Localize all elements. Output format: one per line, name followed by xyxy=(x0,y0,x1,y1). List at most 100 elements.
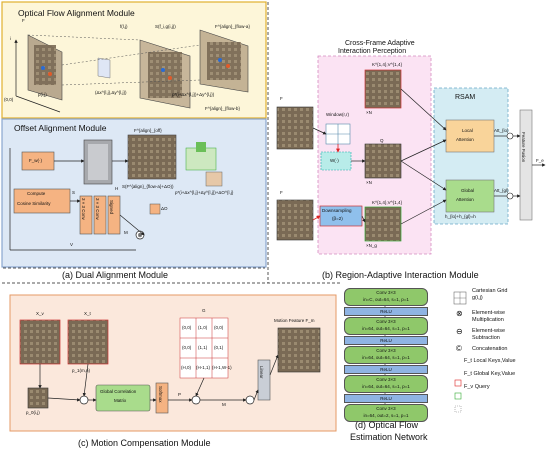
motion-elements xyxy=(19,317,321,414)
label-f-align-a: F^{align}_{flow-a} xyxy=(215,24,250,29)
legend-item-sub: ⊖ Element-wise Subtraction xyxy=(450,328,548,346)
flownet-stack: Conv 3×3 in=C, out=64, s=1, p=1 ReLU Con… xyxy=(344,288,428,422)
flownet-conv-5-params: in=64, out=2, s=1, p=1 xyxy=(363,413,409,418)
legend-query-label: F_v Query xyxy=(464,384,490,390)
label-conv3a: 3×3 Conv xyxy=(81,198,86,220)
offset-alignment-title: Offset Alignment Module xyxy=(14,123,107,133)
label-local2: Attention xyxy=(456,137,474,142)
flownet-conv-4-title: Conv 3×3 xyxy=(376,377,396,382)
label-axis-i: i xyxy=(10,36,11,41)
label-region-ft: F xyxy=(280,190,283,195)
flownet-conv-3-title: Conv 3×3 xyxy=(376,348,396,353)
label-G: G xyxy=(202,308,206,313)
label-down: Downsampling xyxy=(322,208,352,213)
label-local1: Local xyxy=(462,128,473,133)
flownet-relu-3: ReLU xyxy=(344,365,428,374)
legend-global-label: F_t Global Key,Value xyxy=(464,371,516,377)
grid-2-2: (H-1,W-1) xyxy=(212,365,232,370)
label-conv3b: 3×3 Conv xyxy=(95,198,100,220)
label-att-gl: Att_{gl} xyxy=(494,188,509,193)
flownet-conv-2: Conv 3×3 in=64, out=64, s=1, p=1 xyxy=(344,317,428,335)
label-wfn: W(·) xyxy=(330,158,339,163)
label-fe: F_e xyxy=(536,158,544,163)
concat-icon: © xyxy=(456,344,462,353)
label-region-fv: F xyxy=(280,96,283,101)
legend-sub-label2: Subtraction xyxy=(472,334,500,341)
legend-item-grid: Cartesian Grid g(i,j) xyxy=(450,288,548,310)
caption-b: (b) Region-Adaptive Interaction Module xyxy=(322,270,479,280)
label-p-star2: p*(i+Δx^{l,j}+Δy^{l,j})+ΔO^{l,j} xyxy=(175,190,234,195)
flownet-conv-3-params: in=64, out=64, s=1, p=1 xyxy=(362,355,410,360)
legend-mult-label1: Element-wise xyxy=(472,310,506,316)
label-global1: Global xyxy=(461,188,475,193)
label-p1: p_1(m,n) xyxy=(72,368,91,373)
label-q: Q xyxy=(380,138,384,143)
label-xn2: ×N xyxy=(366,180,372,185)
label-gcm1: Global Correlation xyxy=(100,389,137,394)
label-delta-o: ΔO xyxy=(161,206,168,211)
offset-blocks: ⊗ xyxy=(9,134,223,251)
label-softmax: Softmax xyxy=(158,386,163,403)
svg-text:⊗: ⊗ xyxy=(138,233,143,239)
legend-grid-label1: Cartesian Grid xyxy=(472,288,508,294)
caption-c: (c) Motion Compensation Module xyxy=(78,438,211,448)
label-M2: M xyxy=(222,402,226,407)
multiply-icon: ⊗ xyxy=(456,309,463,318)
legend-item-global: F_t Global Key,Value xyxy=(450,371,548,384)
label-fw: F_w(·) xyxy=(29,158,42,163)
grid-2-1: (H-1,1) xyxy=(196,365,211,370)
label-sampling: S(f_i,g(i,j)) xyxy=(155,24,176,29)
legend-sub-label1: Element-wise xyxy=(472,328,506,334)
optical-flow-planes xyxy=(14,29,249,113)
label-xv: X_v xyxy=(36,311,44,316)
flownet-conv-2-title: Conv 3×3 xyxy=(376,319,396,324)
label-rsam: RSAM xyxy=(455,94,476,101)
label-p-ij: p(i,j) xyxy=(38,92,47,97)
flownet-conv-3: Conv 3×3 in=64, out=64, s=1, p=1 xyxy=(344,346,428,364)
label-V: V xyxy=(70,242,74,247)
label-xng: ×N_g xyxy=(366,243,377,248)
subtract-icon: ⊖ xyxy=(456,327,463,336)
label-fv-a: F xyxy=(22,18,25,23)
region-title-1: Cross-Frame Adaptive xyxy=(345,40,415,47)
legend-item-query: F_v Query xyxy=(450,384,548,396)
flownet-conv-4: Conv 3×3 in=64, out=64, s=1, p=1 xyxy=(344,375,428,393)
flownet-conv-5-title: Conv 3×3 xyxy=(376,406,396,411)
legend-symbols xyxy=(453,291,467,413)
label-delta: (Δx^{l,j},Δy^{l,j}) xyxy=(95,90,127,95)
region-title-2: Interaction Perception xyxy=(338,48,407,55)
label-window: Window(r,r) xyxy=(326,112,350,117)
label-M: M xyxy=(124,230,128,235)
grid-0-2: (0,0) xyxy=(214,325,224,330)
label-p0: p_0(i,j) xyxy=(26,410,40,415)
label-H: H xyxy=(115,186,119,191)
flownet-relu-2: ReLU xyxy=(344,336,428,345)
label-linear: Linear xyxy=(259,366,264,379)
flownet-conv-1-params: in=C, out=64, s=1, p=1 xyxy=(363,297,409,302)
legend-item-mult: ⊗ Element-wise Multiplication xyxy=(450,310,548,328)
grid-1-1: (1,1) xyxy=(198,345,208,350)
label-down2: (β=2) xyxy=(332,216,343,221)
legend-item-concat: © Concatenation xyxy=(450,344,548,358)
label-p-star: p*(i+Δx^{l,j})+Δy^{l,j}) xyxy=(172,92,215,97)
caption-d-2: Estimation Network xyxy=(350,432,428,442)
label-global2: Attention xyxy=(456,197,474,202)
caption-d-1: (d) Optical Flow xyxy=(355,420,419,430)
label-motion-feature: Motion Feature F_m xyxy=(274,318,315,323)
legend-grid-label2: g(i,j) xyxy=(472,294,483,301)
label-k-local: K^{1,4},V^{1,4} xyxy=(372,62,402,67)
legend-mult-label2: Multiplication xyxy=(472,316,504,323)
grid-0-1: (1,0) xyxy=(198,325,208,330)
grid-1-2: (0,1) xyxy=(214,345,224,350)
caption-a: (a) Dual Alignment Module xyxy=(62,270,169,280)
flownet-conv-2-params: in=64, out=64, s=1, p=1 xyxy=(362,326,410,331)
region-images xyxy=(276,69,546,242)
label-s-term: S(F^{align}_{flow-a}+ΔO)) xyxy=(122,184,174,189)
optical-flow-title: Optical Flow Alignment Module xyxy=(18,8,135,18)
grid-1-0: (0,0) xyxy=(182,345,192,350)
label-origin: (0,0) xyxy=(4,97,14,102)
grid-0-0: (0,0) xyxy=(182,325,192,330)
flownet-relu-4: ReLU xyxy=(344,394,428,403)
label-xt: X_t xyxy=(84,311,91,316)
